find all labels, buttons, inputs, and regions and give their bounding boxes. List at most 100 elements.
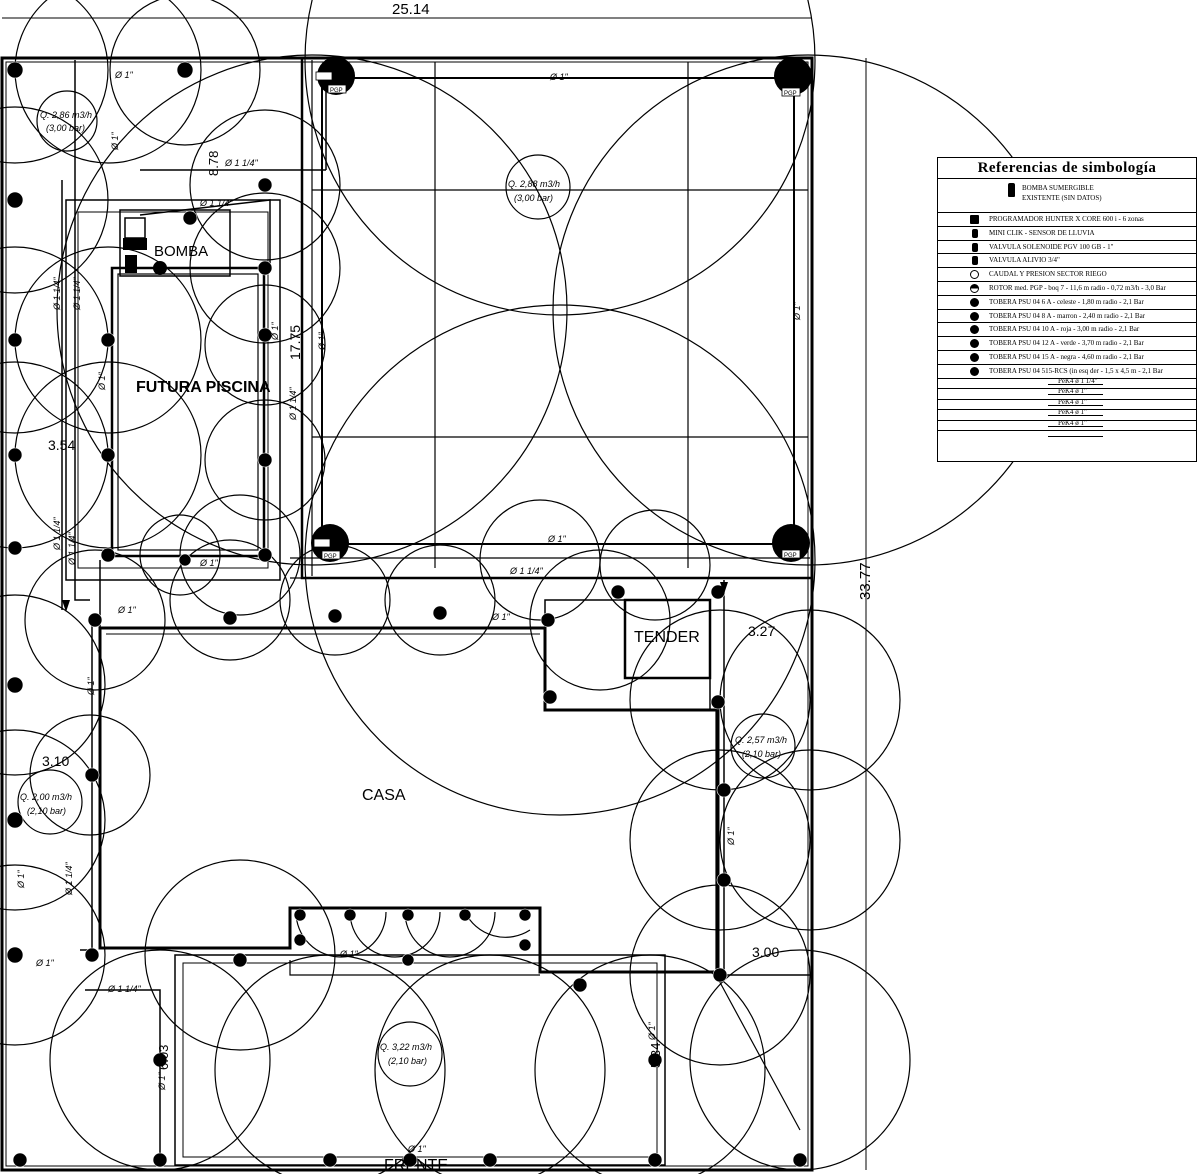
nozzle-icon <box>970 297 979 307</box>
svg-text:PGP: PGP <box>784 91 797 97</box>
dim-327: 3.27 <box>748 623 775 639</box>
nozzle-icon <box>970 311 979 321</box>
svg-text:Ø 1": Ø 1" <box>97 371 107 391</box>
dim-878: 8.78 <box>206 151 221 176</box>
nozzle-icon <box>970 352 979 362</box>
svg-text:Ø 1 1/4": Ø 1 1/4" <box>64 861 74 896</box>
svg-text:Ø 1 1/4": Ø 1 1/4" <box>52 276 62 311</box>
symbology-legend: Referencias de simbología BOMBA SUMERGIB… <box>937 157 1197 462</box>
svg-text:Ø 1 1/4": Ø 1 1/4" <box>288 386 298 421</box>
submersible-pump-icon <box>1008 183 1015 197</box>
left-nozzle-arcs <box>0 0 341 616</box>
legend-pipe-row: PeK4 ø 1 1/4" <box>938 377 1196 390</box>
legend-row-nozzle-515: TOBERA PSU 04 515-RCS (in esq der - 1,5 … <box>938 365 1196 379</box>
lawn-area <box>300 56 814 580</box>
legend-pipe-row <box>938 431 1196 442</box>
svg-text:(3,00 bar): (3,00 bar) <box>514 193 553 203</box>
svg-text:Q. 2,00 m3/h: Q. 2,00 m3/h <box>20 792 72 802</box>
svg-text:Ø 1 1/4": Ø 1 1/4" <box>67 531 77 566</box>
sector-flow-circles <box>17 90 796 1087</box>
rotor-bottom-right[interactable]: PGP <box>772 524 810 562</box>
legend-row-nozzle-8a: TOBERA PSU 04 8 A - marron - 2,40 m radi… <box>938 310 1196 324</box>
legend-pipe-row: PeK4 ø 1" <box>938 408 1196 421</box>
svg-text:Ø 1": Ø 1" <box>35 958 55 968</box>
legend-pump-line2: EXISTENTE (SIN DATOS) <box>1022 194 1102 202</box>
legend-row-controller: PROGRAMADOR HUNTER X CORE 600 i - 6 zona… <box>938 213 1196 227</box>
house-label: CASA <box>362 787 406 804</box>
legend-row-rain-sensor: MINI CLIK - SENSOR DE LLUVIA <box>938 227 1196 241</box>
legend-pipe-row: PeK4 ø 1" <box>938 387 1196 400</box>
dim-354: 3.54 <box>48 437 75 453</box>
legend-row-nozzle-6a: TOBERA PSU 04 6 A - celeste - 1,80 m rad… <box>938 296 1196 310</box>
legend-row-nozzle-15a: TOBERA PSU 04 15 A - negra - 4,60 m radi… <box>938 351 1196 365</box>
legend-row-nozzle-12a: TOBERA PSU 04 12 A - verde - 3,70 m radi… <box>938 337 1196 351</box>
svg-text:Ø 1 1/4": Ø 1 1/4" <box>509 566 544 576</box>
total-width-label: 25.14 <box>392 1 430 18</box>
svg-text:Ø 1": Ø 1" <box>339 949 359 959</box>
legend-pump-row: BOMBA SUMERGIBLE EXISTENTE (SIN DATOS) <box>938 179 1196 213</box>
svg-text:Ø 1": Ø 1" <box>647 1021 657 1041</box>
svg-text:Ø 1": Ø 1" <box>491 612 511 622</box>
rotor-top-left[interactable]: PGP <box>315 57 355 95</box>
svg-text:(2,10 bar): (2,10 bar) <box>27 806 66 816</box>
patio-nozzle-arcs <box>295 911 531 958</box>
legend-row-relief-valve: VALVULA ALIVIO 3/4" <box>938 254 1196 269</box>
pipe-labels: Ø 1" Ø 1" Ø 1" Ø 1 1/4" Ø 1 1/4" Ø 1 1/4… <box>16 70 802 1154</box>
rotor-top-right[interactable]: PGP <box>774 57 812 97</box>
legend-row-rotor: ROTOR med. PGP - boq 7 - 11,6 m radio - … <box>938 282 1196 296</box>
rain-sensor-icon <box>972 228 978 238</box>
svg-text:Ø 1": Ø 1" <box>86 676 96 696</box>
svg-text:(2,10 bar): (2,10 bar) <box>742 749 781 759</box>
svg-text:PGP: PGP <box>784 553 797 559</box>
svg-text:Ø 1": Ø 1" <box>549 72 569 82</box>
svg-text:Ø 1": Ø 1" <box>270 321 280 341</box>
legend-pipe-row: PeK4 ø 1" <box>938 398 1196 411</box>
nozzle-icon <box>970 366 979 376</box>
svg-text:Q. 2,57 m3/h: Q. 2,57 m3/h <box>735 735 787 745</box>
legend-pipe-row: PeK4 ø 1" <box>938 419 1196 432</box>
nozzle-icon <box>970 339 979 349</box>
svg-text:Ø 1 1/4": Ø 1 1/4" <box>107 984 142 994</box>
svg-text:Ø 1": Ø 1" <box>110 131 120 151</box>
lawn-pipe-loop <box>321 77 795 545</box>
relief-valve-icon <box>972 256 978 266</box>
legend-row-solenoid-valve: VALVULA SOLENOIDE PGV 100 GB - 1" <box>938 241 1196 255</box>
svg-text:Ø 1 1/4": Ø 1 1/4" <box>224 158 259 168</box>
dim-1775: 17.75 <box>287 325 303 360</box>
tender-label: TENDER <box>634 629 700 646</box>
pump-label: BOMBA <box>154 243 208 260</box>
sector-flow-icon <box>970 270 979 280</box>
svg-text:Ø 1 1/4": Ø 1 1/4" <box>199 198 234 208</box>
legend-title: Referencias de simbología <box>938 158 1196 179</box>
legend-row-nozzle-10a: TOBERA PSU 04 10 A - roja - 3,00 m radio… <box>938 323 1196 338</box>
controller-icon <box>970 215 979 224</box>
front-nozzle-arcs <box>0 499 911 1174</box>
svg-text:Ø 1 1/4": Ø 1 1/4" <box>52 516 62 551</box>
solenoid-valve-icon <box>972 242 978 252</box>
legend-row-sector-flow: CAUDAL Y PRESION SECTOR RIEGO <box>938 268 1196 282</box>
dim-534: 5.34 <box>648 1043 663 1068</box>
front-label: FRENTE <box>384 1157 448 1174</box>
pool-label: FUTURA PISCINA <box>136 379 271 396</box>
svg-text:Ø 1 1/4": Ø 1 1/4" <box>72 276 82 311</box>
rotor-bottom-left[interactable]: PGP <box>311 524 349 562</box>
svg-text:Q. 2,86 m3/h: Q. 2,86 m3/h <box>40 110 92 120</box>
svg-text:Ø 1": Ø 1" <box>317 331 327 351</box>
svg-text:Q. 2,88 m3/h: Q. 2,88 m3/h <box>508 179 560 189</box>
svg-text:Ø 1": Ø 1" <box>726 826 736 846</box>
dim-300: 3.00 <box>752 944 779 960</box>
sector-labels: Q. 2,86 m3/h (3,00 bar) Q. 2,88 m3/h (3,… <box>20 110 787 1066</box>
dim-310: 3.10 <box>42 753 69 769</box>
svg-text:Q. 3,22 m3/h: Q. 3,22 m3/h <box>380 1042 432 1052</box>
dim-603: 6.03 <box>156 1045 171 1070</box>
svg-text:Ø 1": Ø 1" <box>157 1071 167 1091</box>
svg-text:(2,10 bar): (2,10 bar) <box>388 1056 427 1066</box>
svg-text:Ø 1": Ø 1" <box>547 534 567 544</box>
svg-text:Ø 1": Ø 1" <box>407 1144 427 1154</box>
pump-equipment[interactable] <box>123 217 167 275</box>
svg-text:Ø 1": Ø 1" <box>199 558 219 568</box>
nozzle-group <box>6 61 808 1168</box>
svg-text:Ø 1": Ø 1" <box>16 869 26 889</box>
svg-text:Ø 1": Ø 1" <box>117 605 137 615</box>
svg-text:PGP: PGP <box>330 88 343 94</box>
